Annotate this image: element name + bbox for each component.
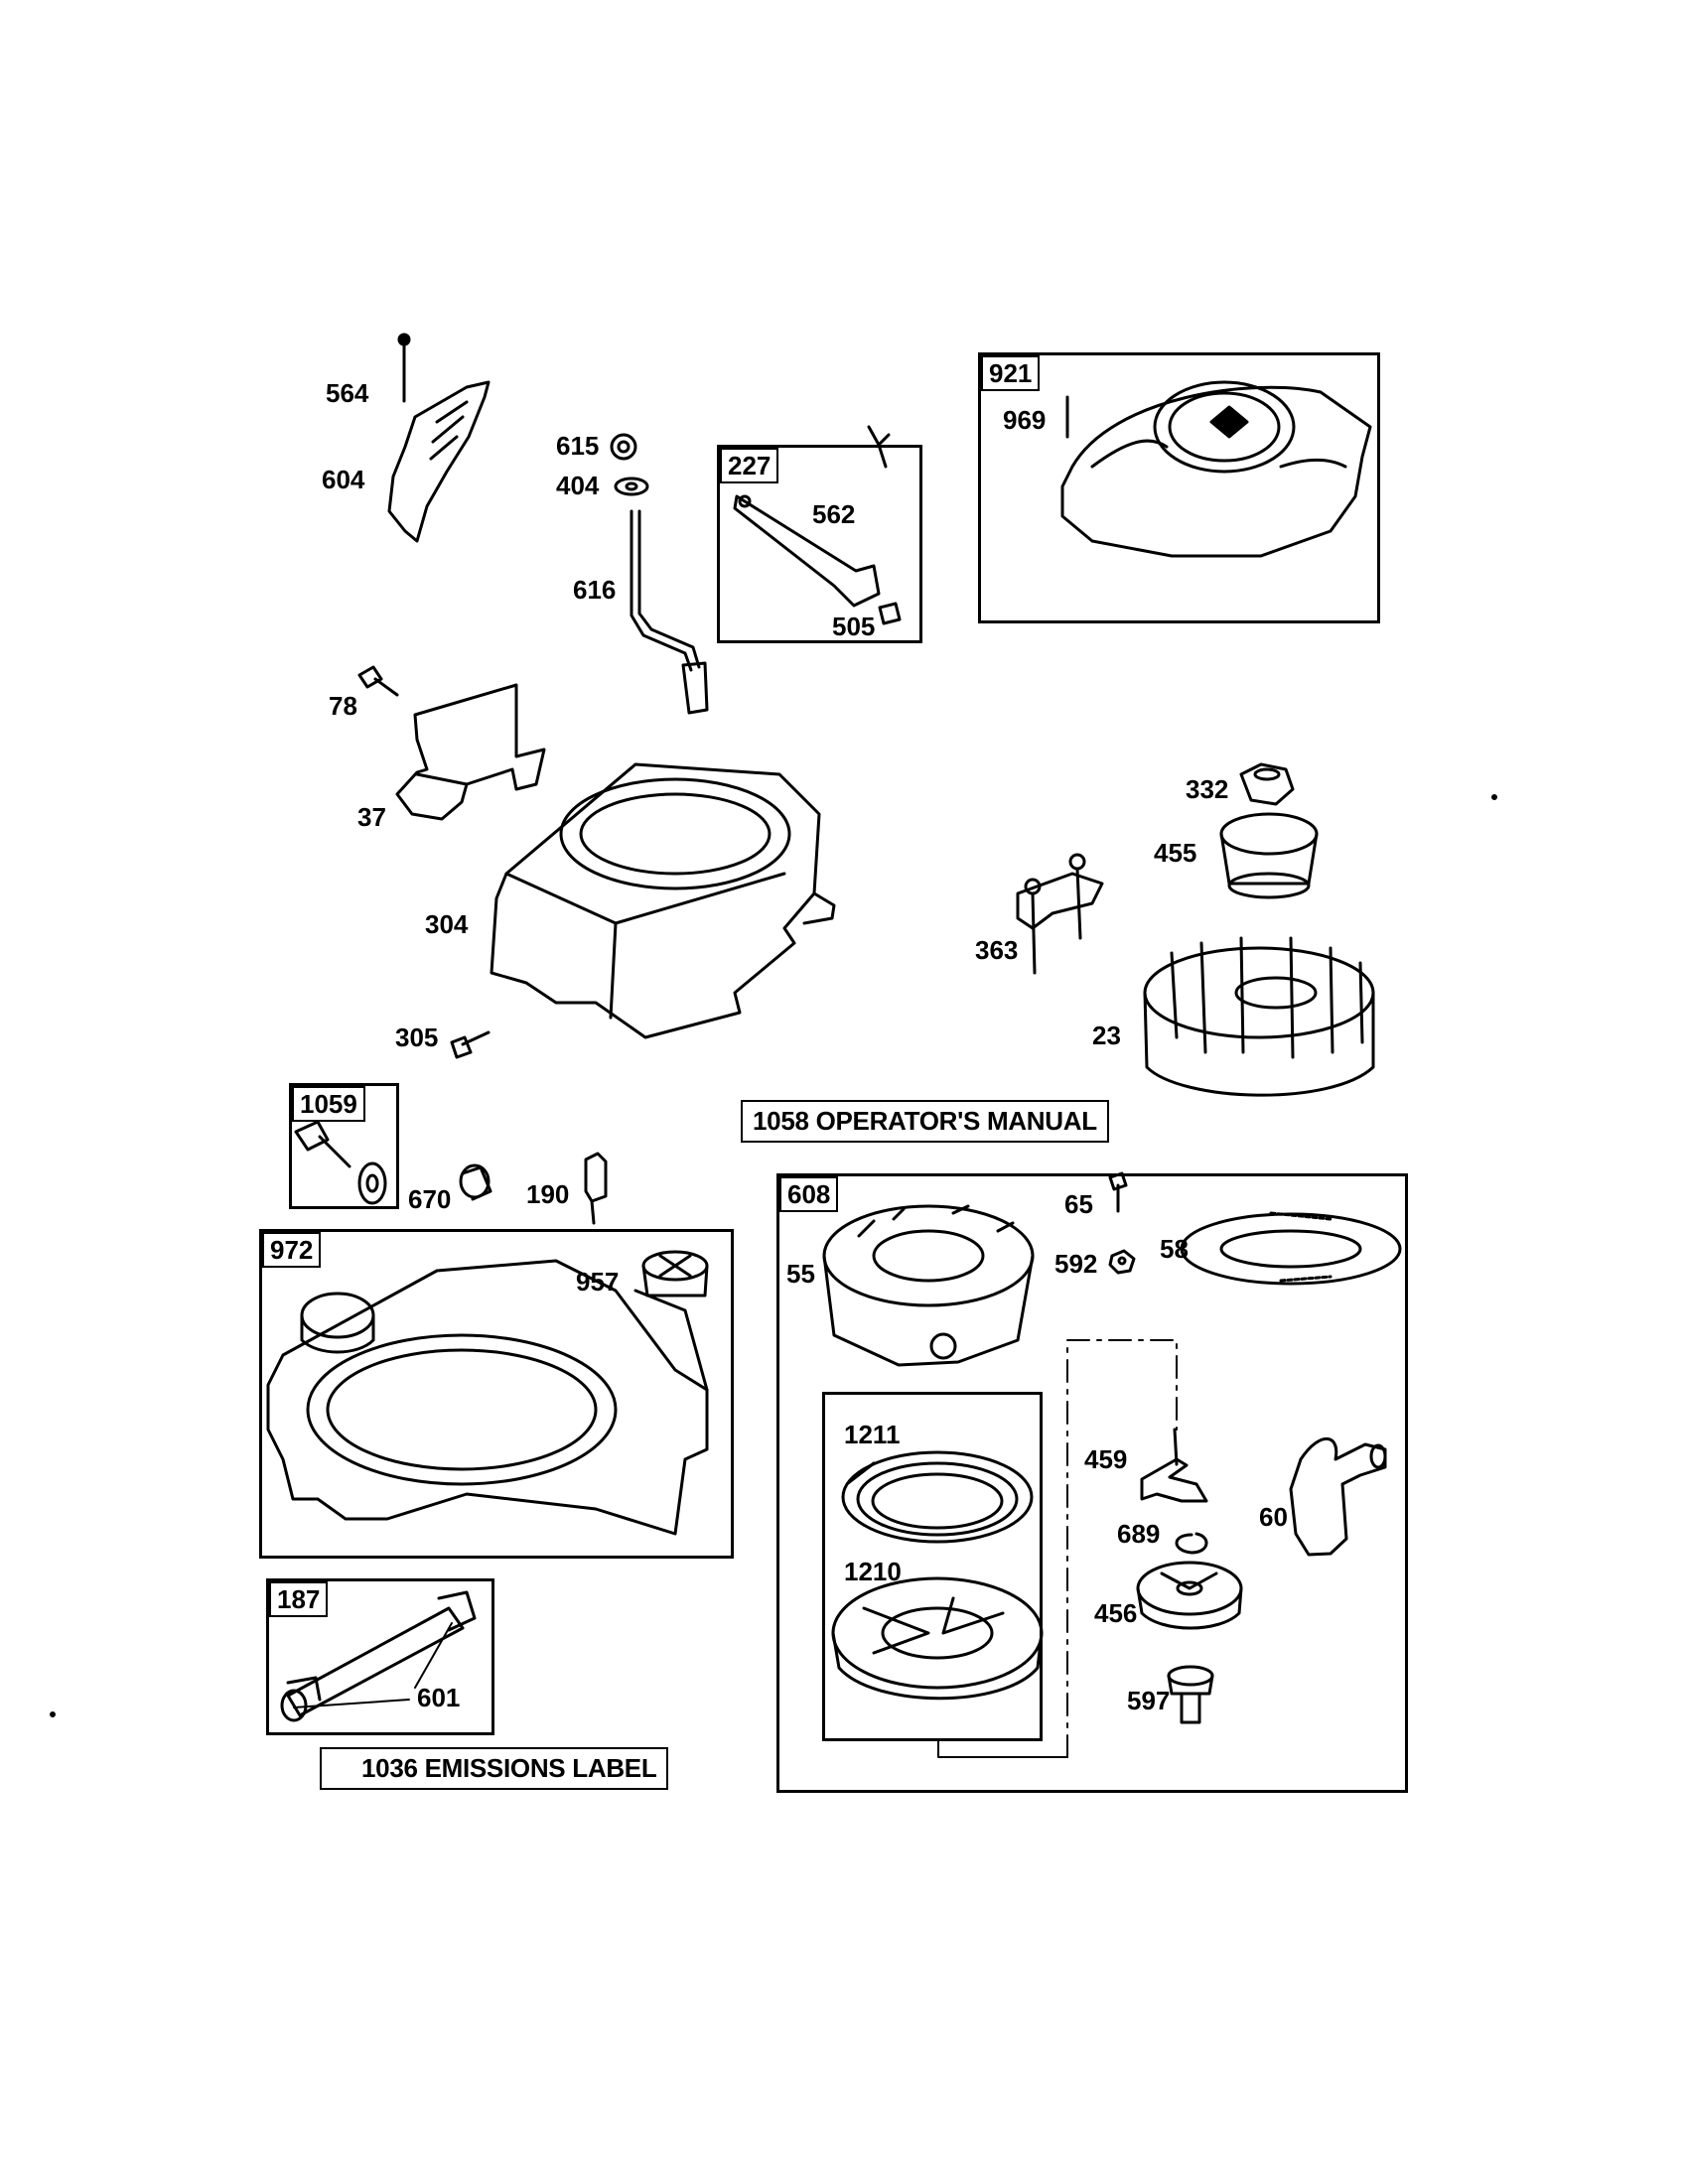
nut-615 <box>610 433 637 461</box>
callout-505: 505 <box>832 612 876 641</box>
callout-37: 37 <box>357 802 386 832</box>
callout-670: 670 <box>408 1184 452 1214</box>
fitting-190 <box>584 1152 608 1225</box>
washer-404 <box>614 477 649 496</box>
kit-frame-1059 <box>289 1083 399 1209</box>
callout-564: 564 <box>326 378 369 408</box>
callout-455: 455 <box>1154 838 1197 868</box>
nut-332 <box>1239 762 1295 806</box>
callout-332: 332 <box>1186 774 1229 804</box>
fuel-line-187 <box>280 1590 477 1722</box>
screw-305 <box>450 1030 491 1059</box>
kit-label-921: 921 <box>981 355 1041 391</box>
starter-housing-55 <box>822 1204 1035 1367</box>
kit-frame-608 <box>776 1173 1408 1793</box>
callout-957: 957 <box>576 1267 620 1297</box>
operators-manual-note: 1058 OPERATOR'S MANUAL <box>741 1100 1109 1143</box>
callout-55: 55 <box>786 1259 815 1289</box>
callout-604: 604 <box>322 465 365 494</box>
bracket-227 <box>733 425 902 625</box>
kit-frame-187 <box>266 1578 494 1735</box>
callout-190: 190 <box>526 1179 570 1209</box>
fuel-tank-972 <box>266 1259 709 1536</box>
callout-459: 459 <box>1084 1444 1128 1474</box>
blower-cover-921 <box>1060 380 1372 558</box>
cap-957 <box>641 1250 709 1297</box>
kit-label-187: 187 <box>269 1581 329 1617</box>
connector-lines <box>937 1339 1178 1758</box>
ring-689 <box>1175 1532 1208 1555</box>
link-616 <box>630 509 709 715</box>
callout-23: 23 <box>1092 1021 1121 1050</box>
callout-601: 601 <box>417 1683 461 1712</box>
callout-689: 689 <box>1117 1519 1161 1549</box>
callout-592: 592 <box>1054 1249 1098 1279</box>
callout-304: 304 <box>425 909 469 939</box>
screw-kit-1059 <box>294 1120 387 1205</box>
callout-65: 65 <box>1064 1189 1093 1219</box>
screw-564 <box>397 333 411 403</box>
flywheel-23 <box>1143 936 1375 1097</box>
spacer-670 <box>459 1163 492 1201</box>
spring-1211 <box>841 1450 1034 1544</box>
spring-58 <box>1180 1211 1402 1286</box>
kit-label-608: 608 <box>779 1176 839 1212</box>
kit-frame-227 <box>717 445 922 643</box>
callout-60: 60 <box>1259 1502 1288 1532</box>
grip-60 <box>1289 1436 1387 1557</box>
callout-562: 562 <box>812 499 856 529</box>
bracket-363 <box>1016 853 1104 975</box>
blower-housing-304 <box>490 762 836 1039</box>
kit-label-972: 972 <box>262 1232 322 1268</box>
kit-frame-972 <box>259 1229 734 1559</box>
callout-456: 456 <box>1094 1598 1138 1628</box>
screw-78 <box>357 665 399 697</box>
callout-78: 78 <box>329 691 357 721</box>
callout-597: 597 <box>1127 1686 1171 1715</box>
dog-459 <box>1140 1428 1208 1503</box>
callout-58: 58 <box>1160 1234 1189 1264</box>
kit-label-1059: 1059 <box>292 1086 365 1122</box>
callout-615: 615 <box>556 431 600 461</box>
air-guide-37 <box>395 683 546 821</box>
kit-label-227: 227 <box>720 448 779 483</box>
nut-592 <box>1108 1249 1136 1275</box>
callout-1211: 1211 <box>844 1420 901 1449</box>
callout-1210: 1210 <box>844 1557 902 1586</box>
deflector-604 <box>387 380 491 543</box>
callout-404: 404 <box>556 471 600 500</box>
kit-frame-921 <box>978 352 1380 623</box>
callout-363: 363 <box>975 935 1019 965</box>
cup-455 <box>1219 812 1319 899</box>
callout-305: 305 <box>395 1023 439 1052</box>
callout-969: 969 <box>1003 405 1047 435</box>
retainer-456 <box>1136 1561 1243 1630</box>
screw-597 <box>1167 1665 1214 1724</box>
emissions-label-note: 1036 EMISSIONS LABEL <box>320 1747 669 1790</box>
inner-frame-1210 <box>822 1392 1043 1741</box>
callout-616: 616 <box>573 575 617 605</box>
